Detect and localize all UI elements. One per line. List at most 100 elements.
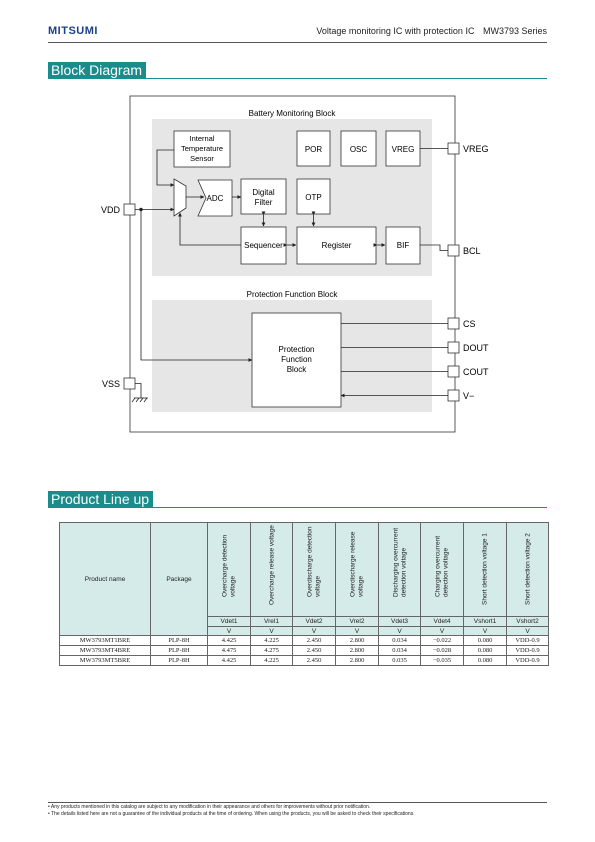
vreg-label: VREG <box>392 145 415 154</box>
sequencer-box <box>240 226 287 265</box>
table-row: MW3793MT4BRE PLP-8H 4.475 4.275 2.450 2.… <box>59 645 549 656</box>
column-header-vdet2-text: Overdischarge detection voltage <box>306 526 322 597</box>
value-cell: 4.225 <box>250 635 293 646</box>
table-row: MW3793MT5BRE PLP-8H 4.425 4.225 2.450 2.… <box>59 655 549 666</box>
vreg-pin <box>447 142 460 155</box>
value-cell: 2.450 <box>292 635 336 646</box>
bcl-pin <box>447 244 460 257</box>
value-cell: 0.035 <box>378 655 421 666</box>
value-cell: 4.475 <box>207 645 251 656</box>
vminus-pin-label: V− <box>463 391 474 401</box>
vminus-pin <box>447 389 460 402</box>
block-diagram-heading: Block Diagram <box>48 62 147 78</box>
unit-vshort2: V <box>506 626 549 636</box>
value-cell: 0.080 <box>463 645 507 656</box>
chip-outline <box>129 95 456 433</box>
column-header-vrel1-text: Overcharge release voltage <box>267 524 275 605</box>
vreg-pin-label: VREG <box>463 144 489 154</box>
column-header-vdet1: Overcharge detection voltage <box>207 522 251 617</box>
value-cell: 2.450 <box>292 645 336 656</box>
unit-vdet3: V <box>378 626 421 636</box>
column-header-vshort1: Short detection voltage 1 <box>463 522 507 617</box>
por-box <box>296 130 331 167</box>
value-cell: 0.034 <box>378 635 421 646</box>
temperature-sensor-line-3: Sensor <box>190 154 214 163</box>
por-label: POR <box>305 145 323 154</box>
unit-vrel1: V <box>250 626 293 636</box>
product-name-cell: MW3793MT1BRE <box>59 635 151 646</box>
value-cell: 4.425 <box>207 635 251 646</box>
value-cell: 2.800 <box>335 635 379 646</box>
digital-filter-box <box>240 178 287 215</box>
osc-label: OSC <box>350 145 368 154</box>
footer-note-1: • Any products mentioned in this catalog… <box>48 804 371 810</box>
column-header-vdet3-text: Discharging overcurrent detection voltag… <box>392 527 407 597</box>
package-cell: PLP-8H <box>150 635 208 646</box>
column-header-vrel2-text: Overdischarge release voltage <box>349 531 365 597</box>
bif-box <box>385 226 421 265</box>
unit-vrel2: V <box>335 626 379 636</box>
temperature-sensor-line-2: Temperature <box>181 144 223 153</box>
product-lineup-heading-rule <box>48 507 547 508</box>
symbol-vshort1: Vshort1 <box>463 616 507 627</box>
cs-pin <box>447 317 460 330</box>
sequencer-label: Sequencer <box>244 241 283 250</box>
brand-logo: MITSUMI <box>48 25 98 37</box>
value-cell: VDD-0.9 <box>506 635 549 646</box>
package-cell: PLP-8H <box>150 645 208 656</box>
unit-vdet1: V <box>207 626 251 636</box>
column-header-package: Package <box>150 522 208 636</box>
document-series: MW3793 Series <box>482 26 547 36</box>
value-cell: −0.022 <box>420 635 464 646</box>
value-cell: 2.450 <box>292 655 336 666</box>
cs-pin-label: CS <box>463 319 476 329</box>
digital-filter-line-2: Filter <box>255 198 273 207</box>
adc-shape <box>197 179 233 217</box>
protection-function-box <box>251 312 342 408</box>
symbol-vshort2: Vshort2 <box>506 616 549 627</box>
value-cell: 4.275 <box>250 645 293 656</box>
digital-filter-line-1: Digital <box>252 188 274 197</box>
value-cell: 0.034 <box>378 645 421 656</box>
value-cell: 0.080 <box>463 655 507 666</box>
column-header-vshort1-text: Short detection voltage 1 <box>481 532 489 605</box>
protection-function-area-label: Protection Function Block <box>247 290 339 299</box>
vss-pin-label: VSS <box>102 379 120 389</box>
document-title: Voltage monitoring IC with protection IC… <box>310 26 547 36</box>
symbol-vdet3: Vdet3 <box>378 616 421 627</box>
column-header-vdet3: Discharging overcurrent detection voltag… <box>378 522 421 617</box>
block-diagram-heading-rule <box>48 78 547 79</box>
signal-wires <box>131 148 448 403</box>
value-cell: 4.225 <box>250 655 293 666</box>
value-cell: 0.080 <box>463 635 507 646</box>
dout-pin <box>447 341 460 354</box>
symbol-vrel2: Vrel2 <box>335 616 379 627</box>
symbol-vdet2: Vdet2 <box>292 616 336 627</box>
column-header-product: Product name <box>59 522 151 636</box>
value-cell: 4.425 <box>207 655 251 666</box>
symbol-vdet4: Vdet4 <box>420 616 464 627</box>
bif-label: BIF <box>397 241 410 250</box>
adc-label: ADC <box>207 194 224 203</box>
document-title-text: Voltage monitoring IC with protection IC <box>316 26 475 36</box>
bcl-pin-label: BCL <box>463 246 481 256</box>
column-header-vshort2-text: Short detection voltage 2 <box>523 532 531 605</box>
cout-pin-label: COUT <box>463 367 489 377</box>
protection-box-line-2: Function <box>281 355 312 364</box>
temperature-sensor-box <box>173 130 231 168</box>
column-header-vshort2: Short detection voltage 2 <box>506 522 549 617</box>
column-header-vrel2: Overdischarge release voltage <box>335 522 379 617</box>
dout-pin-label: DOUT <box>463 343 489 353</box>
product-lineup-table: Product name Package Overcharge detectio… <box>59 522 549 666</box>
product-lineup-heading: Product Line up <box>48 491 154 507</box>
column-header-vdet4: Charging overcurrent detection voltage <box>420 522 464 617</box>
value-cell: 2.800 <box>335 655 379 666</box>
table-row: MW3793MT1BRE PLP-8H 4.425 4.225 2.450 2.… <box>59 635 549 646</box>
unit-vdet4: V <box>420 626 464 636</box>
header-rule <box>48 42 547 43</box>
unit-vdet2: V <box>292 626 336 636</box>
register-box <box>296 226 377 265</box>
temperature-sensor-line-1: Internal <box>189 134 214 143</box>
footer-rule <box>48 802 547 803</box>
